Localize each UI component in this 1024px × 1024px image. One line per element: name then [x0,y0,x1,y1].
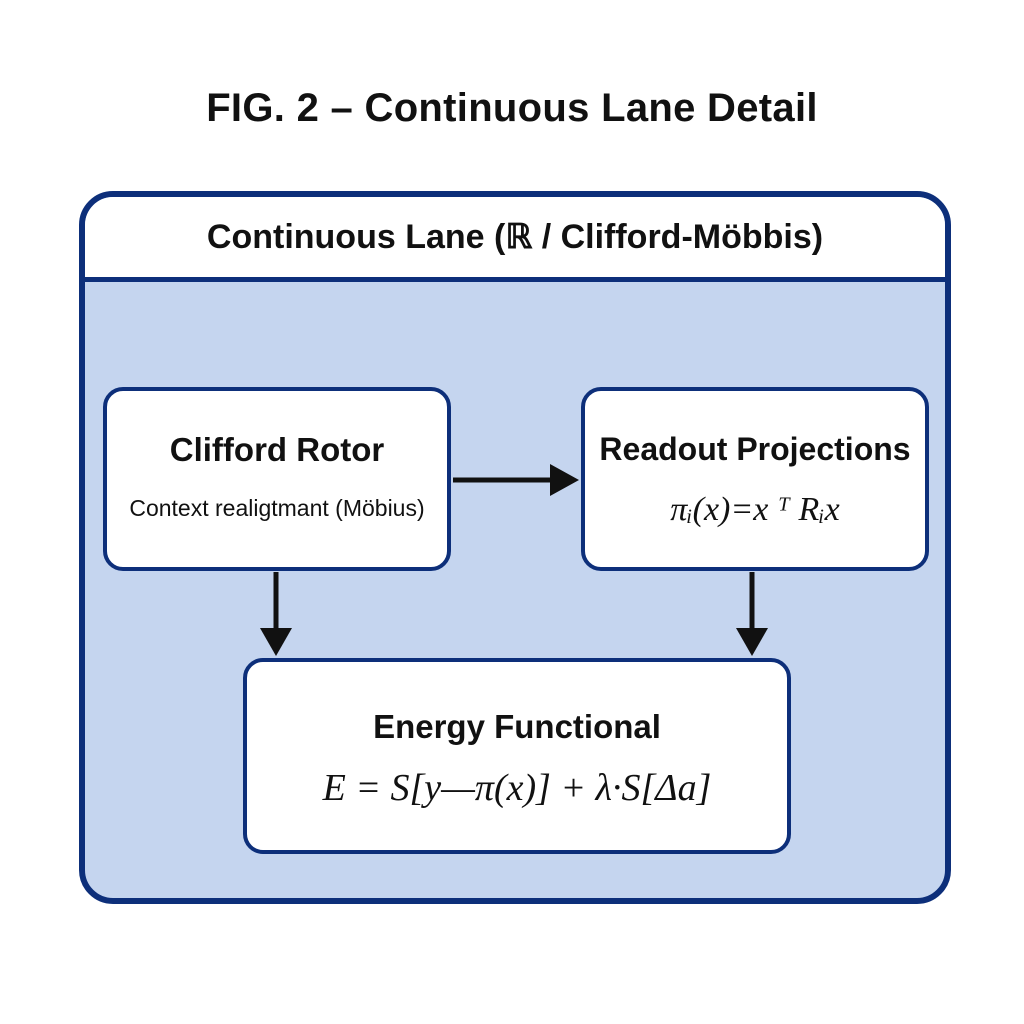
energy-functional-formula: E = S[y—π(x)] + λ·S[Δa] [322,767,712,809]
readout-projections-box: Readout Projections πᵢ(x)=x ᵀ Rᵢx [581,387,929,571]
energy-functional-title: Energy Functional [373,708,661,745]
figure-title: FIG. 2 – Continuous Lane Detail [206,86,818,130]
readout-projections-title: Readout Projections [599,431,911,467]
readout-projections-formula: πᵢ(x)=x ᵀ Rᵢx [670,491,840,528]
lane-title: Continuous Lane (ℝ / Clifford-Möbbis) [206,218,824,256]
clifford-rotor-subtitle: Context realigtmant (Möbius) [129,495,425,521]
energy-functional-box: Energy Functional E = S[y—π(x)] + λ·S[Δa… [243,658,791,854]
clifford-rotor-title: Clifford Rotor [169,431,385,468]
clifford-rotor-box: Clifford Rotor Context realigtmant (Möbi… [103,387,451,571]
lane-header: Continuous Lane (ℝ / Clifford-Möbbis) [85,197,945,282]
